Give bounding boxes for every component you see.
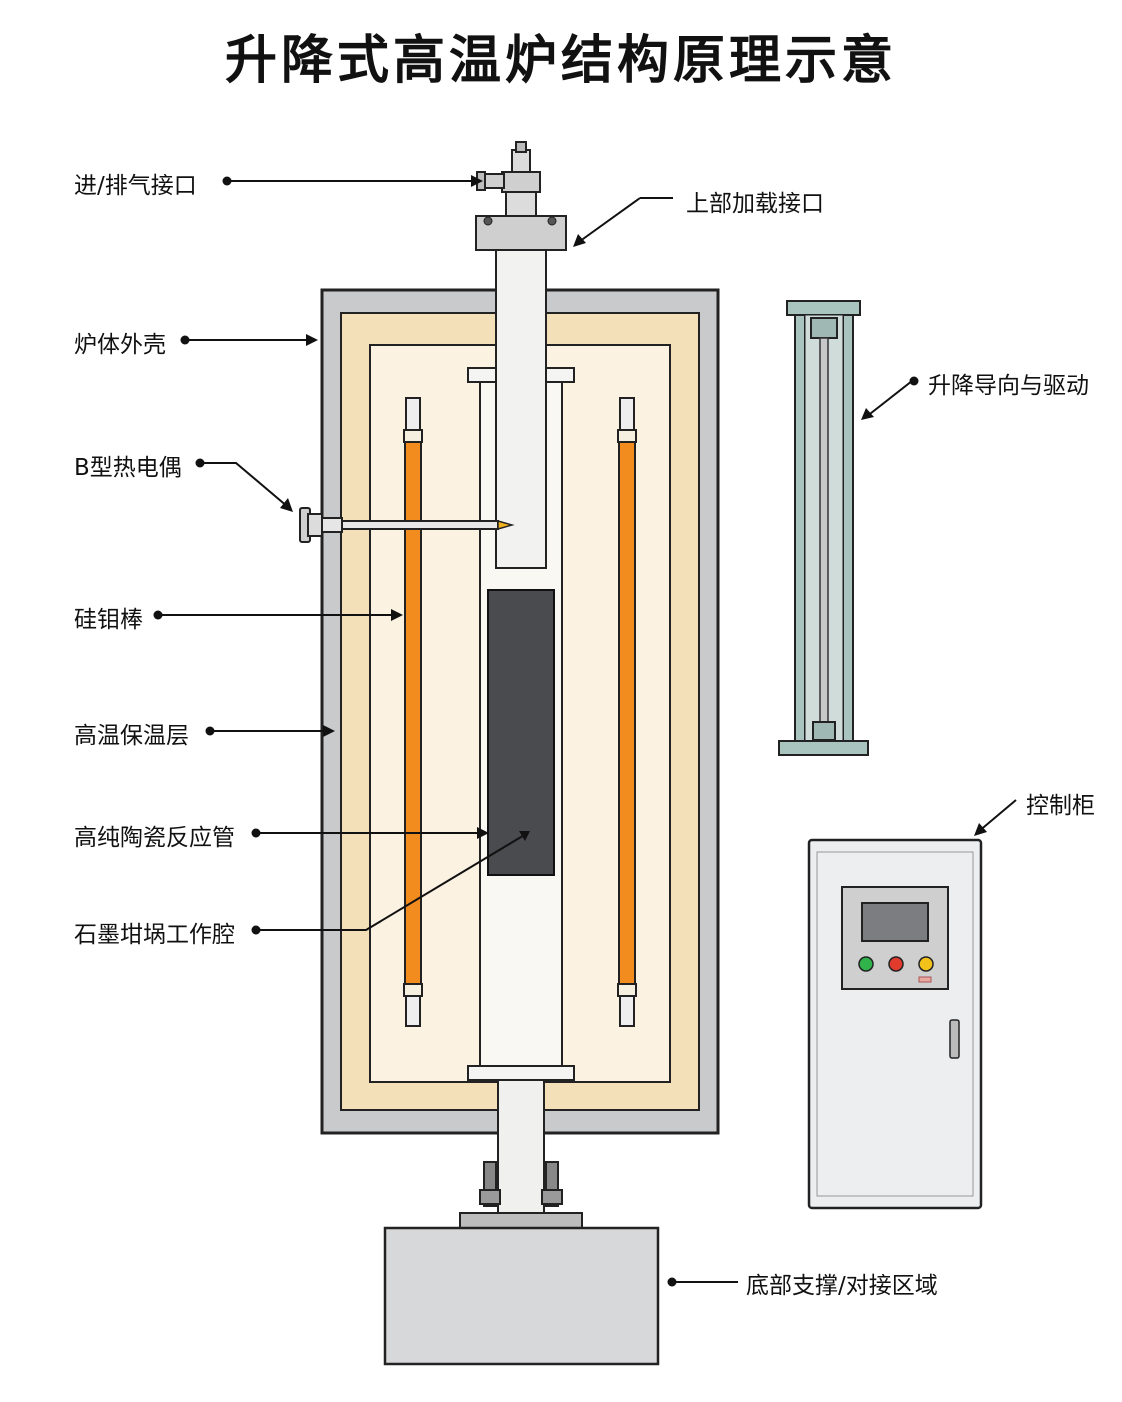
label-gas-port: 进/排气接口 — [74, 173, 197, 199]
cabinet-handle — [949, 1019, 960, 1059]
graphite-crucible — [487, 589, 555, 876]
yellow-lamp — [918, 956, 934, 972]
leader-dots — [153, 176, 919, 1287]
leader-lines — [158, 180, 1017, 1283]
heating-rod-right — [617, 397, 637, 1027]
lift-guide-rail — [778, 300, 869, 756]
label-control-cabinet: 控制柜 — [1026, 793, 1095, 819]
control-cabinet — [807, 838, 983, 1210]
label-ceramic-tube: 高纯陶瓷反应管 — [74, 825, 235, 851]
label-lift-guide: 升降导向与驱动 — [928, 373, 1089, 399]
label-thermocouple: B型热电偶 — [74, 455, 182, 481]
thermocouple — [299, 507, 515, 543]
green-lamp — [858, 956, 874, 972]
bottom-support-assembly — [459, 1079, 583, 1232]
page-title: 升降式高温炉结构原理示意 — [224, 31, 897, 91]
label-top-loading: 上部加载接口 — [686, 191, 824, 217]
label-shell: 炉体外壳 — [74, 332, 166, 358]
label-insulation: 高温保温层 — [74, 723, 189, 749]
label-crucible: 石墨坩埚工作腔 — [74, 922, 235, 948]
base-block — [383, 1226, 660, 1366]
label-base: 底部支撑/对接区域 — [746, 1273, 938, 1299]
red-lamp — [888, 956, 904, 972]
heating-rod-left — [403, 397, 423, 1027]
top-loading-assembly — [475, 141, 567, 569]
leader-arrowheads — [280, 175, 987, 841]
label-heating-rod: 硅钼棒 — [74, 607, 143, 633]
